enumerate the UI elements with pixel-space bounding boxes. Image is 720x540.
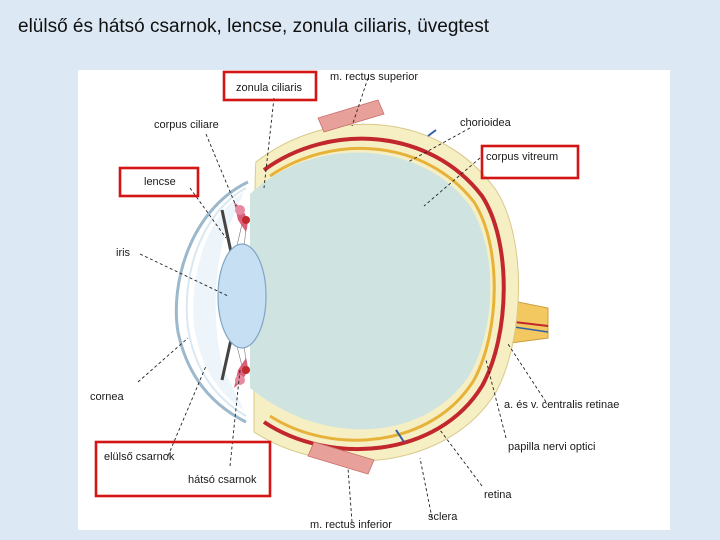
label-corpus-ciliare: corpus ciliare [154, 119, 219, 131]
label-m-rectus-inferior: m. rectus inferior [310, 519, 392, 530]
ciliary-body [234, 202, 250, 388]
label-lencse: lencse [144, 176, 176, 188]
label-zonula-ciliaris: zonula ciliaris [236, 82, 303, 94]
label-sclera: sclera [428, 511, 458, 523]
muscle-inferior [307, 441, 375, 475]
retina-layer [269, 146, 496, 442]
chorioidea-layer [262, 136, 506, 452]
muscle-superior [317, 99, 385, 133]
label-corpus-vitreum: corpus vitreum [486, 151, 558, 163]
highlight-lencse [118, 166, 200, 198]
label-cornea: cornea [90, 391, 125, 403]
lens-shape [217, 243, 267, 349]
label-elulso-csarnok: elülső csarnok [104, 451, 175, 463]
cornea-shape [174, 180, 249, 424]
highlight-zonula [222, 70, 318, 102]
vessel-upper [427, 129, 437, 137]
eye-diagram: zonula ciliaris m. rectus superior corpu… [78, 70, 670, 530]
label-m-rectus-superior: m. rectus superior [330, 71, 418, 83]
vitreous-body [250, 152, 491, 430]
highlight-csarnok [94, 440, 272, 498]
highlight-vitreum [480, 144, 580, 180]
slide-title: elülső és hátsó csarnok, lencse, zonula … [18, 16, 490, 37]
vessel-lower [395, 429, 405, 443]
label-retina: retina [484, 489, 512, 501]
label-hatso-csarnok: hátsó csarnok [188, 474, 257, 486]
anterior-chamber [193, 192, 244, 410]
label-chorioidea: chorioidea [460, 117, 512, 129]
leader-lines [137, 77, 547, 523]
label-iris: iris [116, 247, 131, 259]
label-papilla: papilla nervi optici [508, 441, 595, 453]
label-vessels: a. és v. centralis retinae [504, 399, 619, 411]
